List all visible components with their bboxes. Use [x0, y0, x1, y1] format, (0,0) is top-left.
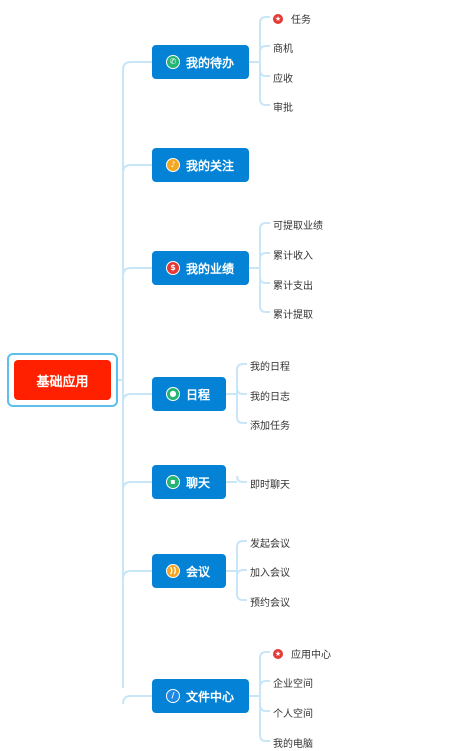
leaf-label: 累计收入	[273, 251, 313, 262]
leaf-my-log[interactable]: 我的日志	[250, 388, 290, 403]
bell-icon: ♪	[166, 158, 180, 172]
leaf-extractable[interactable]: 可提取业绩	[273, 217, 323, 232]
leaf-label: 我的日程	[250, 362, 290, 373]
leaf-add-task[interactable]: 添加任务	[250, 417, 290, 432]
leaf-approval[interactable]: 审批	[273, 99, 293, 114]
connector-line	[236, 593, 247, 601]
branch-label: 我的待办	[186, 55, 235, 70]
star-icon: ★	[273, 648, 283, 659]
root-node-frame: 基础应用	[7, 353, 118, 407]
leaf-label: 加入会议	[250, 568, 290, 579]
leaf-opportunity[interactable]: 商机	[273, 40, 293, 55]
connector-line	[259, 69, 270, 77]
leaf-label: 可提取业绩	[273, 221, 323, 232]
leaf-label: 累计提取	[273, 310, 313, 321]
connector-line	[236, 475, 247, 483]
connector-line	[236, 363, 247, 371]
connector-line	[259, 734, 270, 742]
connector-line	[259, 276, 270, 284]
connector-line	[122, 61, 152, 71]
leaf-label: 预约会议	[250, 598, 290, 609]
connector-line	[259, 98, 270, 106]
leaf-receivable[interactable]: 应收	[273, 70, 293, 85]
leaf-total-extract[interactable]: 累计提取	[273, 306, 313, 321]
leaf-label: 我的电脑	[273, 739, 313, 750]
leaf-label: 应收	[273, 74, 293, 85]
connector-line	[259, 252, 270, 260]
dollar-icon: $	[166, 261, 180, 275]
star-icon: ★	[273, 13, 283, 24]
leaf-my-computer[interactable]: 我的电脑	[273, 735, 313, 750]
branch-my-performance[interactable]: $ 我的业绩	[152, 251, 249, 285]
connector-line	[122, 393, 152, 403]
leaf-instant-chat[interactable]: 即时聊天	[250, 476, 290, 491]
connector-line	[122, 267, 152, 277]
branch-meeting[interactable]: )) 会议	[152, 554, 226, 588]
connector-line	[259, 680, 270, 688]
leaf-join-meeting[interactable]: 加入会议	[250, 564, 290, 579]
rss-icon: ))	[166, 564, 180, 578]
leaf-label: 添加任务	[250, 421, 290, 432]
leaf-label: 应用中心	[291, 650, 331, 661]
chat-icon: ▪	[166, 475, 180, 489]
branch-label: 文件中心	[186, 689, 235, 704]
branch-my-follow[interactable]: ♪ 我的关注	[152, 148, 249, 182]
root-node[interactable]: 基础应用	[14, 360, 111, 400]
leaf-label: 审批	[273, 103, 293, 114]
leaf-app-center[interactable]: ★ 应用中心	[273, 646, 331, 661]
connector-line	[259, 651, 270, 659]
leaf-label: 个人空间	[273, 709, 313, 720]
phone-icon: ✆	[166, 55, 180, 69]
connector-line	[259, 704, 270, 712]
connector-line	[236, 569, 247, 577]
branch-label: 日程	[186, 387, 211, 402]
connector-line	[259, 222, 270, 230]
leaf-enterprise-space[interactable]: 企业空间	[273, 675, 313, 690]
branch-file-center[interactable]: / 文件中心	[152, 679, 249, 713]
users-icon: ●	[166, 387, 180, 401]
branch-schedule[interactable]: ● 日程	[152, 377, 226, 411]
leaf-label: 商机	[273, 44, 293, 55]
leaf-label: 发起会议	[250, 539, 290, 550]
connector-line	[122, 481, 152, 491]
leaf-task[interactable]: ★ 任务	[273, 11, 311, 26]
leaf-personal-space[interactable]: 个人空间	[273, 705, 313, 720]
pen-icon: /	[166, 689, 180, 703]
connector-line	[259, 45, 270, 53]
connector-line	[236, 416, 247, 424]
branch-chat[interactable]: ▪ 聊天	[152, 465, 226, 499]
leaf-my-schedule[interactable]: 我的日程	[250, 358, 290, 373]
connector-line	[122, 570, 152, 580]
branch-label: 我的业绩	[186, 261, 235, 276]
leaf-label: 我的日志	[250, 392, 290, 403]
leaf-label: 累计支出	[273, 281, 313, 292]
branch-label: 会议	[186, 564, 211, 579]
leaf-label: 即时聊天	[250, 480, 290, 491]
connector-line	[259, 16, 270, 24]
leaf-total-expense[interactable]: 累计支出	[273, 277, 313, 292]
connector-line	[122, 695, 152, 705]
leaf-book-meeting[interactable]: 预约会议	[250, 594, 290, 609]
connector-line	[259, 305, 270, 313]
connector-line	[236, 387, 247, 395]
connector-line	[122, 164, 152, 174]
branch-label: 聊天	[186, 475, 211, 490]
leaf-label: 企业空间	[273, 679, 313, 690]
branch-label: 我的关注	[186, 158, 235, 173]
branch-my-todo[interactable]: ✆ 我的待办	[152, 45, 249, 79]
leaf-start-meeting[interactable]: 发起会议	[250, 535, 290, 550]
connector-line	[236, 540, 247, 548]
leaf-label: 任务	[291, 15, 311, 26]
leaf-total-income[interactable]: 累计收入	[273, 247, 313, 262]
